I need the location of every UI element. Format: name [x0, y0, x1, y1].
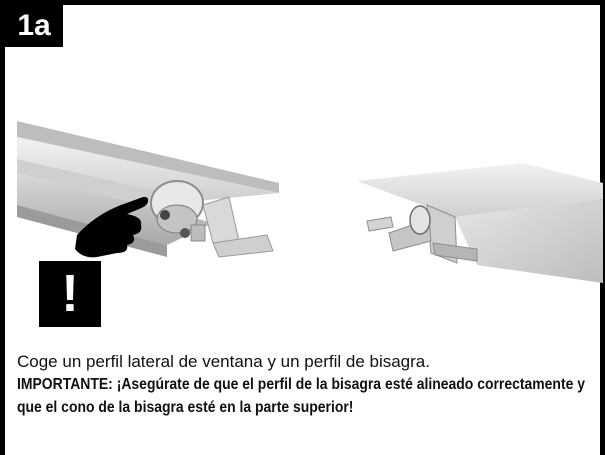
- hinge-profile: [357, 163, 603, 283]
- profiles-illustration: [17, 121, 603, 283]
- pointing-hand-icon: [75, 196, 149, 258]
- step-number-badge: 1a: [5, 5, 63, 47]
- important-note: IMPORTANTE: ¡Asegúrate de que el perfil …: [17, 376, 585, 416]
- instruction-text: Coge un perfil lateral de ventana y un p…: [17, 351, 602, 419]
- exclamation-icon: !: [39, 261, 101, 327]
- instruction-line: Coge un perfil lateral de ventana y un p…: [17, 352, 430, 371]
- window-side-profile: [17, 121, 279, 258]
